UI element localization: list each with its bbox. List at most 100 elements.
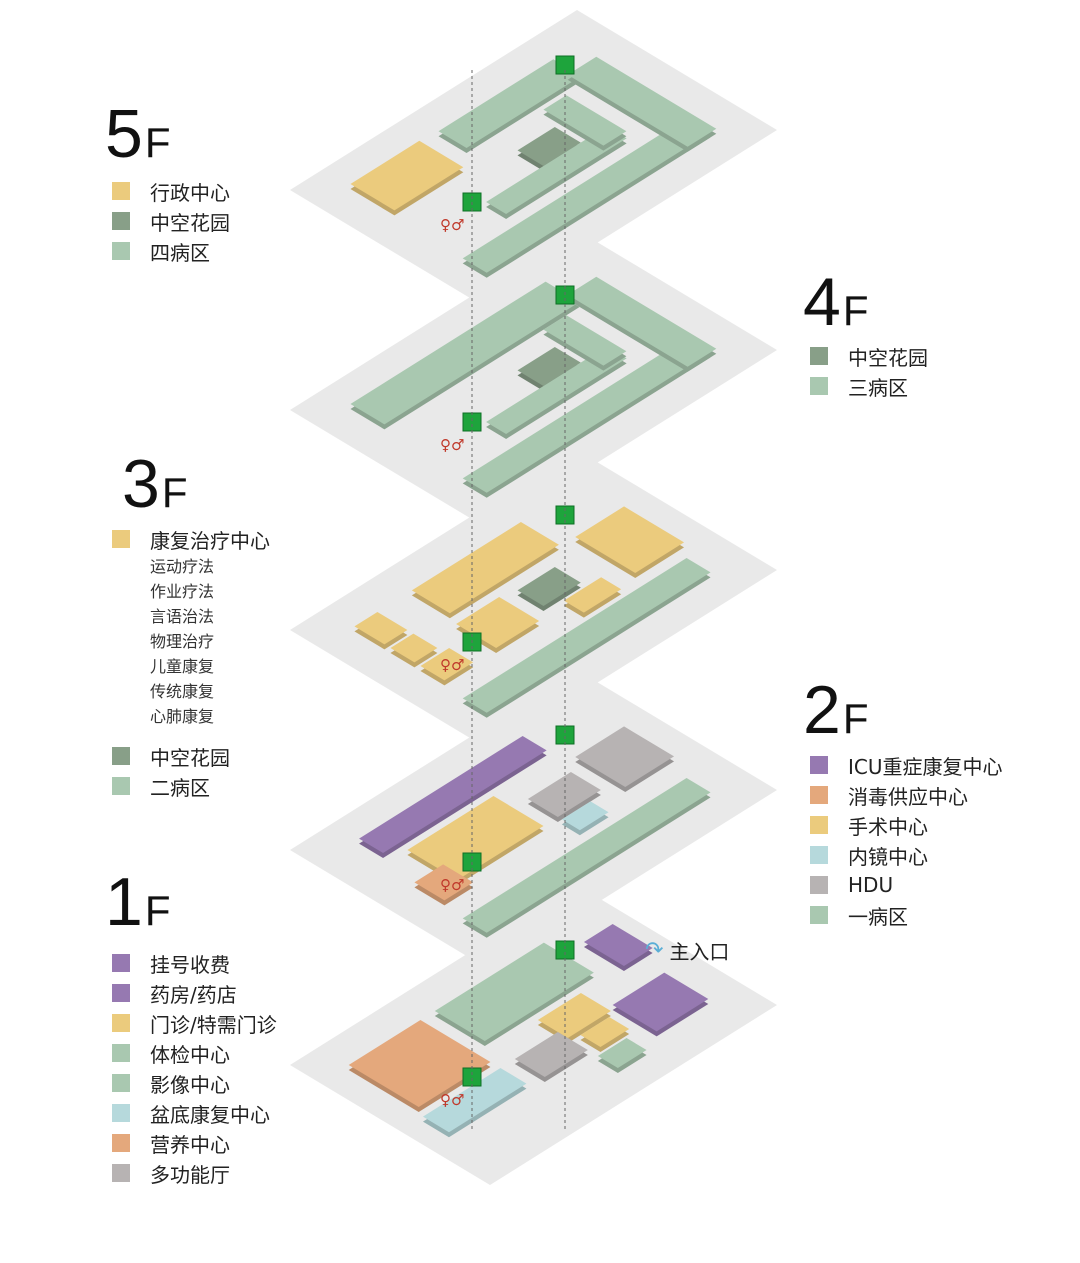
legend-item: 行政中心 — [112, 176, 230, 206]
room-block — [612, 972, 709, 1032]
room-block — [514, 1032, 588, 1077]
legend-label: 四病区 — [150, 240, 210, 265]
room-block — [354, 612, 408, 645]
floor-label-2f: 2F — [803, 676, 868, 744]
legend-swatch — [810, 377, 828, 395]
legend-item: 中空花园 — [112, 206, 230, 236]
legend-swatch — [112, 1044, 130, 1062]
legend-swatch — [810, 347, 828, 365]
legend-item: 挂号收费 — [112, 948, 277, 978]
legend-swatch — [810, 756, 828, 774]
legend-swatch — [112, 242, 130, 260]
legend-label: 手术中心 — [848, 814, 928, 839]
floor-number: 4 — [803, 264, 841, 340]
legend-swatch — [112, 1014, 130, 1032]
room-block — [422, 1068, 527, 1133]
legend-label: 多功能厅 — [150, 1162, 230, 1187]
floor-label-4f: 4F — [803, 268, 868, 336]
legend-label: 药房/药店 — [150, 982, 237, 1007]
legend-label: 内镜中心 — [848, 844, 928, 869]
room-block — [414, 864, 474, 901]
legend-swatch — [112, 1074, 130, 1092]
floor-suffix: F — [144, 119, 171, 166]
legend-item: 一病区 — [810, 900, 1003, 930]
legend-swatch — [112, 954, 130, 972]
main-entrance-label: 主入口 — [669, 940, 730, 964]
floor-suffix: F — [161, 469, 188, 516]
legend-swatch — [112, 530, 130, 548]
room-block — [567, 56, 717, 147]
legend-sub-item: 作业疗法 — [150, 582, 215, 601]
restroom-icon: ♀♂ — [440, 1091, 464, 1109]
legend-swatch — [112, 1164, 130, 1182]
room-block — [462, 338, 711, 493]
room-block — [575, 506, 685, 573]
legend-swatch — [810, 876, 828, 894]
legend-label: 体检中心 — [150, 1042, 230, 1067]
legend-item: 多功能厅 — [112, 1158, 277, 1188]
floor-plate-1f — [290, 885, 777, 1185]
legend-label: 二病区 — [150, 775, 210, 800]
room-block — [420, 648, 474, 681]
legend-sub-item: 传统康复 — [150, 682, 215, 701]
room-block — [462, 778, 711, 933]
floor-suffix: F — [842, 695, 869, 742]
legend-label: 康复治疗中心 — [150, 528, 270, 553]
floor-label-1f: 1F — [105, 868, 170, 936]
legend-swatch — [112, 212, 130, 230]
legend-item: ICU重症康复中心 — [810, 750, 1003, 780]
legend-swatch — [810, 906, 828, 924]
elevator-icon — [555, 55, 575, 75]
legend-item: 体检中心 — [112, 1038, 277, 1068]
legend-swatch — [112, 747, 130, 765]
legend-item: 康复治疗中心 — [112, 524, 270, 554]
elevator-icon — [462, 412, 482, 432]
legend-label: 三病区 — [848, 375, 908, 400]
main-entrance-marker: ↶ 主入口 — [645, 936, 729, 965]
room-block — [434, 942, 594, 1041]
elevator-icon — [555, 725, 575, 745]
legend-label: 影像中心 — [150, 1072, 230, 1097]
elevator-icon — [555, 940, 575, 960]
room-block — [350, 140, 464, 211]
floor-label-3f: 3F — [122, 450, 187, 518]
legend-5f: 行政中心中空花园四病区 — [112, 176, 230, 266]
room-block — [348, 1020, 491, 1107]
room-block — [486, 346, 627, 434]
legend-sub-item: 运动疗法 — [150, 557, 215, 576]
legend-item: 内镜中心 — [810, 840, 1003, 870]
room-block — [543, 95, 627, 146]
legend-item: 二病区 — [112, 771, 270, 801]
legend-item: 影像中心 — [112, 1068, 277, 1098]
room-block — [567, 276, 717, 367]
legend-label: 中空花园 — [150, 210, 230, 235]
elevator-icon — [462, 1067, 482, 1087]
legend-swatch — [112, 777, 130, 795]
legend-3f: 康复治疗中心运动疗法作业疗法言语治法物理治疗儿童康复传统康复心肺康复中空花园二病… — [112, 524, 270, 801]
room-block — [537, 993, 611, 1038]
room-block — [411, 522, 559, 614]
legend-swatch — [112, 984, 130, 1002]
floor-number: 3 — [122, 446, 160, 522]
room-block — [563, 577, 622, 613]
legend-label: 盆底康复中心 — [150, 1102, 270, 1127]
floor-number: 2 — [803, 672, 841, 748]
room-block — [543, 315, 627, 366]
legend-item: HDU — [810, 870, 1003, 900]
legend-label: 中空花园 — [150, 745, 230, 770]
legend-swatch — [810, 786, 828, 804]
room-block — [359, 736, 547, 853]
room-block — [462, 558, 711, 713]
legend-sub-item: 儿童康复 — [150, 657, 215, 676]
restroom-icon: ♀♂ — [440, 436, 464, 454]
restroom-icon: ♀♂ — [440, 216, 464, 234]
room-block — [597, 1038, 647, 1068]
room-block — [583, 924, 653, 966]
legend-1f: 挂号收费药房/药店门诊/特需门诊体检中心影像中心盆底康复中心营养中心多功能厅 — [112, 948, 277, 1188]
legend-label: 门诊/特需门诊 — [150, 1012, 277, 1037]
legend-label: ICU重症康复中心 — [848, 754, 1003, 779]
legend-label: 一病区 — [848, 904, 908, 929]
restroom-icon: ♀♂ — [440, 656, 464, 674]
floor-number: 5 — [105, 96, 143, 172]
room-block — [561, 801, 609, 831]
